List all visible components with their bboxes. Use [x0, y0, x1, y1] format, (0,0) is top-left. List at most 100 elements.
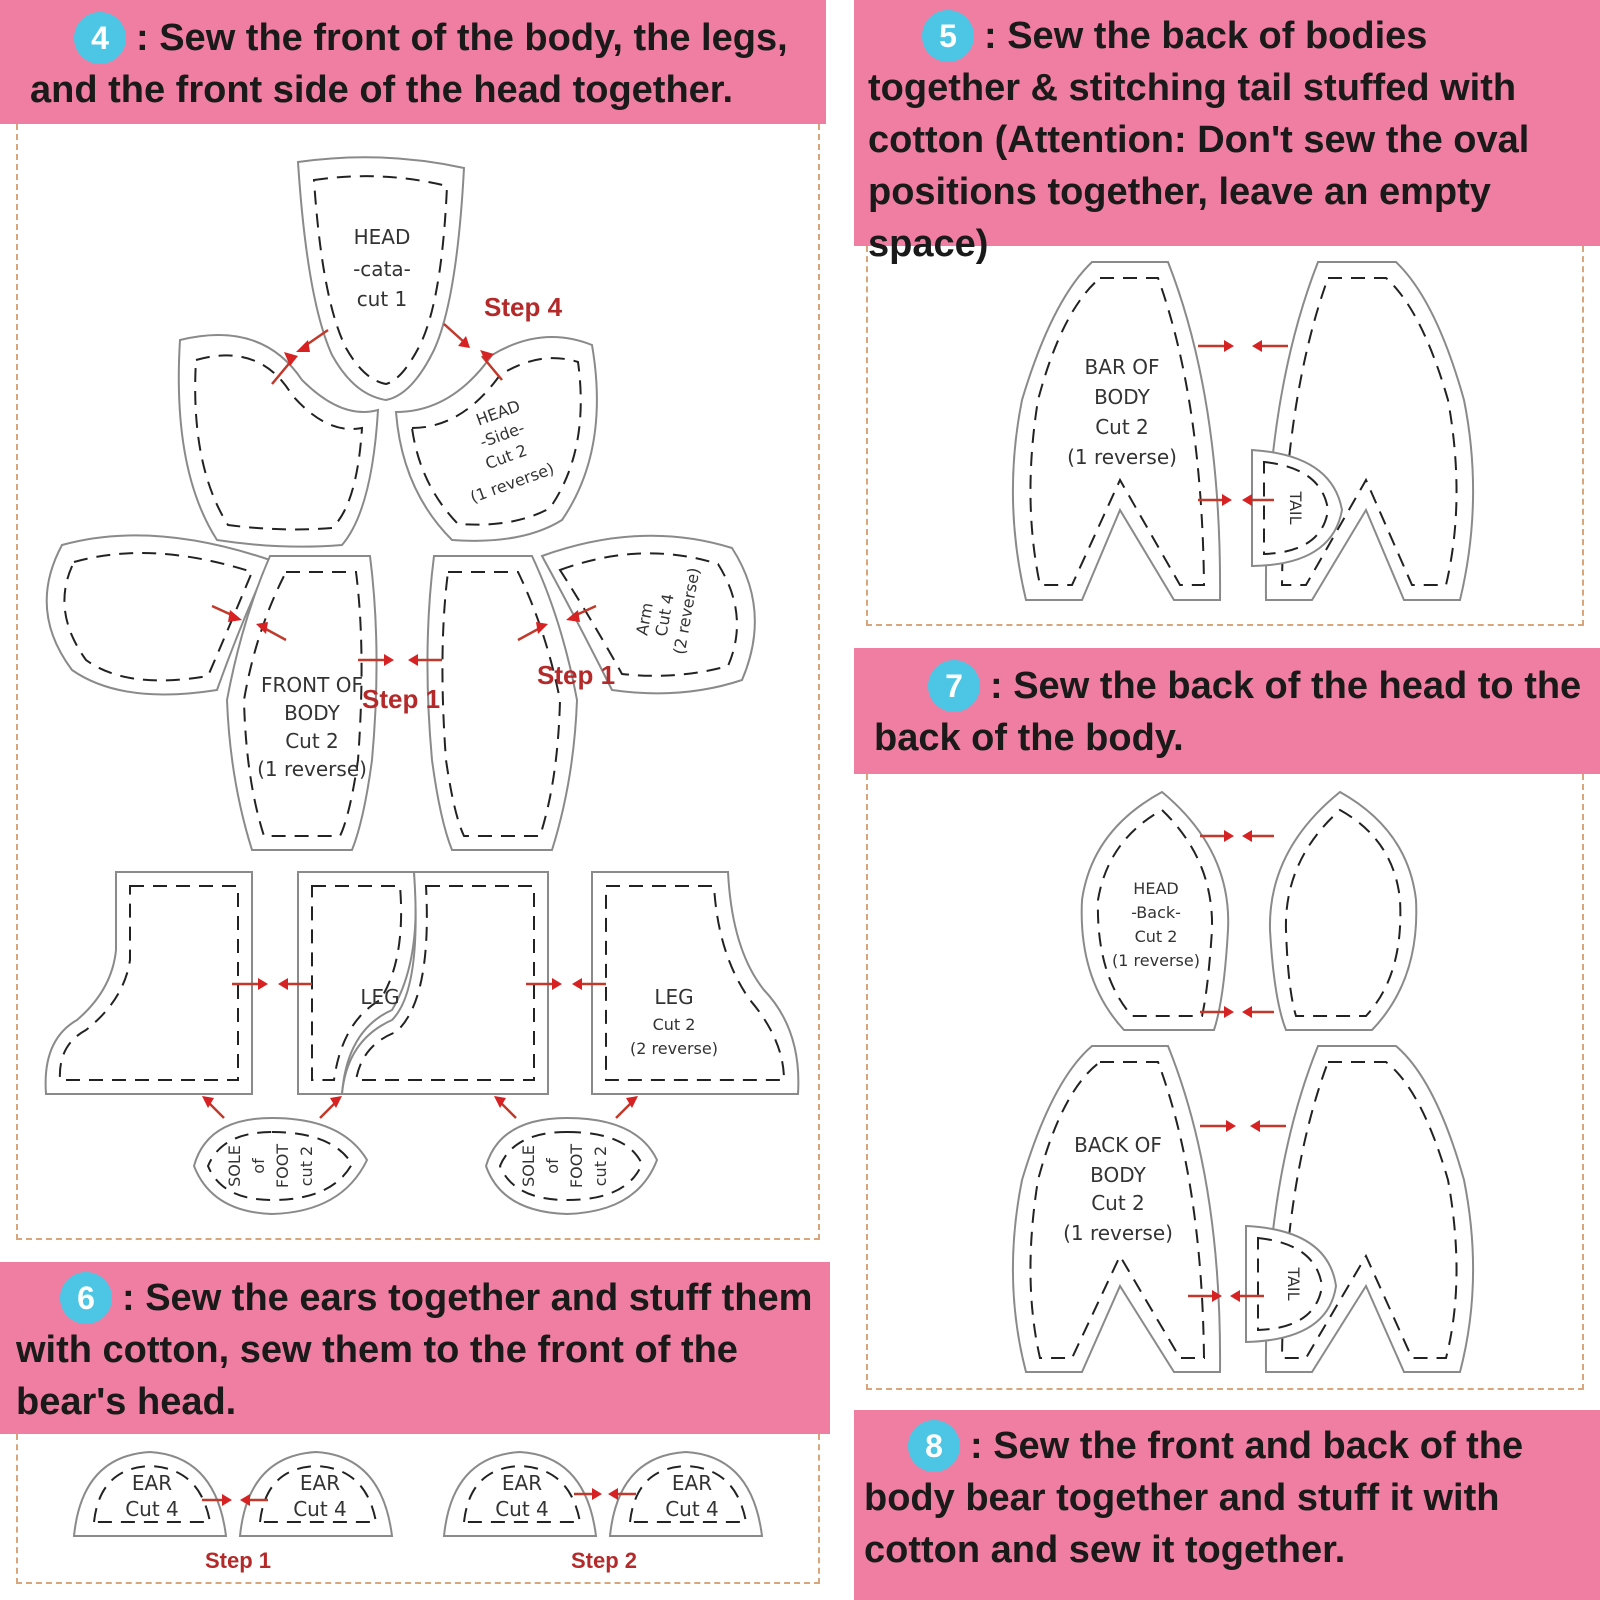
arm-left-piece: [45, 534, 272, 696]
sole-right-seam: [498, 1130, 644, 1202]
arm-left-seam: [63, 552, 254, 682]
sole-left-seam: [206, 1130, 354, 1202]
head-center-label-2: -cata-: [353, 257, 411, 281]
step-7-panel: HEAD -Back- Cut 2 (1 reverse) BACK OF BO…: [866, 774, 1584, 1390]
step-1-label-a: Step 1: [362, 684, 440, 714]
ear-piece-3: [442, 1450, 598, 1537]
step-1-label-b: Step 1: [537, 660, 615, 690]
leg-right-label-2: Cut 2: [653, 1015, 696, 1034]
arm-right-seam: [558, 552, 738, 677]
sole-left-label-3: FOOT: [273, 1144, 292, 1188]
ear-seam-1: [92, 1464, 212, 1523]
leg-mid-right-seam: [354, 885, 535, 1081]
step-7-badge: 7: [928, 660, 980, 712]
leg-far-left-seam: [58, 885, 239, 1081]
back-body-label-4: (1 reverse): [1067, 445, 1177, 469]
front-body-label-2: BODY: [284, 701, 340, 725]
ear-piece-2: [238, 1450, 394, 1537]
head-back-right-seam: [1284, 808, 1402, 1017]
ear-piece-1: [72, 1450, 228, 1537]
leg-right-piece: [591, 871, 800, 1095]
back-body-left-seam: [1029, 277, 1206, 586]
ear-label-3a: EAR: [502, 1471, 542, 1495]
step-5-arrows: [1198, 340, 1288, 506]
step-6-text: : Sew the ears together and stuff them w…: [16, 1277, 813, 1423]
ear-seam-4: [628, 1464, 748, 1523]
sole-left-label-1: SOLE: [225, 1145, 244, 1187]
back-body-7-label-1: BACK OF: [1074, 1133, 1162, 1157]
ear-label-1a: EAR: [132, 1471, 172, 1495]
step-5-diagram: BAR OF BODY Cut 2 (1 reverse) TAIL: [1011, 261, 1475, 601]
leg-right-label-1: LEG: [654, 985, 693, 1009]
head-center-seam: [312, 175, 449, 386]
ear-label-3b: Cut 4: [495, 1497, 549, 1521]
step-8-text: : Sew the front and back of the body bea…: [864, 1425, 1524, 1571]
back-body-left-seam-7: [1029, 1061, 1206, 1359]
step-7-banner: 7: Sew the back of the head to the back …: [854, 648, 1600, 774]
ear-label-1b: Cut 4: [125, 1497, 179, 1521]
back-body-7-label-3: Cut 2: [1091, 1191, 1145, 1215]
sole-left-label-4: cut 2: [297, 1146, 316, 1186]
tail-label-1: TAIL: [1286, 490, 1305, 524]
front-body-left-seam: [242, 571, 363, 837]
step-8-badge: 8: [908, 1420, 960, 1472]
ear-step-2-label: Step 2: [571, 1548, 637, 1573]
head-center-label-1: HEAD: [354, 225, 411, 249]
ear-group-2: EAR Cut 4 EAR Cut 4 Step 2: [442, 1450, 764, 1573]
back-body-7-label-2: BODY: [1090, 1163, 1146, 1187]
step-4-text: : Sew the front of the body, the legs, a…: [30, 17, 788, 111]
back-body-label-1: BAR OF: [1085, 355, 1160, 379]
ear-piece-4: [608, 1450, 764, 1537]
step-4-arrows: [202, 323, 638, 1119]
head-back-label-2: -Back-: [1131, 903, 1181, 922]
front-body-right-piece: [426, 555, 579, 851]
step-5-banner: 5: Sew the back of bodies together & sti…: [854, 0, 1600, 265]
ear-step-1-label: Step 1: [205, 1548, 271, 1573]
head-center-label-3: cut 1: [357, 287, 408, 311]
ear-group-1: EAR Cut 4 EAR Cut 4 Step 1: [72, 1450, 394, 1573]
back-body-right-seam: [1280, 277, 1458, 586]
head-back-label-1: HEAD: [1133, 879, 1178, 898]
back-body-label-2: BODY: [1094, 385, 1150, 409]
ear-seam-3: [462, 1464, 582, 1523]
step-5-panel: BAR OF BODY Cut 2 (1 reverse) TAIL: [866, 246, 1584, 626]
head-back-left-seam: [1096, 808, 1214, 1017]
sole-right-label-3: FOOT: [567, 1144, 586, 1188]
head-side-left-seam: [194, 354, 364, 531]
leg-right-seam: [605, 885, 786, 1081]
sole-right-label-4: cut 2: [591, 1146, 610, 1186]
front-body-label-3: Cut 2: [285, 729, 339, 753]
tail-piece-7: [1245, 1224, 1338, 1344]
step-7-diagram: HEAD -Back- Cut 2 (1 reverse) BACK OF BO…: [1011, 790, 1475, 1373]
head-back-label-3: Cut 2: [1135, 927, 1178, 946]
step-8-banner: 8: Sew the front and back of the body be…: [854, 1410, 1600, 1600]
head-side-right-seam: [410, 357, 582, 526]
ear-seam-2: [258, 1464, 378, 1523]
front-body-label-4: (1 reverse): [257, 757, 367, 781]
step-4-label: Step 4: [484, 292, 563, 322]
head-back-label-4: (1 reverse): [1112, 951, 1200, 970]
leg-mid-right-piece: [340, 871, 549, 1095]
head-back-left-piece: [1080, 790, 1230, 1031]
front-body-label-1: FRONT OF: [261, 673, 363, 697]
back-body-label-3: Cut 2: [1095, 415, 1149, 439]
step-6-panel: EAR Cut 4 EAR Cut 4 Step 1 EAR Cut 4 EAR…: [16, 1434, 820, 1584]
head-back-right-piece: [1268, 790, 1418, 1031]
sole-right-label-1: SOLE: [519, 1145, 538, 1187]
step-5-text: : Sew the back of bodies together & stit…: [868, 15, 1530, 265]
step-4-banner: 4: Sew the front of the body, the legs, …: [0, 0, 826, 124]
sole-right-label-2: of: [543, 1158, 562, 1174]
tail-seam-7: [1257, 1236, 1324, 1332]
tail-7-label-1: TAIL: [1284, 1266, 1303, 1300]
ear-label-4a: EAR: [672, 1471, 712, 1495]
back-body-left-piece: [1011, 261, 1222, 601]
step-5-badge: 5: [922, 10, 974, 62]
front-body-right-seam: [441, 571, 562, 837]
leg-left-label: LEG: [360, 985, 399, 1009]
arm-right-piece: [540, 534, 756, 695]
step-6-diagram: EAR Cut 4 EAR Cut 4 Step 1 EAR Cut 4 EAR…: [72, 1450, 764, 1573]
back-body-7-label-4: (1 reverse): [1063, 1221, 1173, 1245]
ear-label-4b: Cut 4: [665, 1497, 719, 1521]
back-body-left-piece-7: [1011, 1045, 1222, 1373]
ear-label-2b: Cut 4: [293, 1497, 347, 1521]
